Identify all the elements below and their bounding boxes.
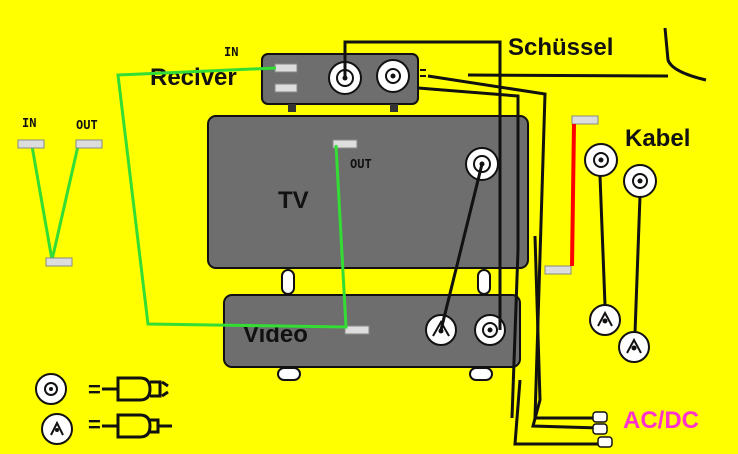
receiver-in-label: IN — [224, 45, 238, 59]
legend-equals-1: = — [88, 377, 101, 402]
tv-device — [207, 115, 529, 295]
cinch-plug-icon — [102, 376, 169, 402]
adapter-out-port — [75, 139, 103, 149]
tv-label: TV — [278, 187, 309, 214]
receiver-label: Reciver — [150, 64, 237, 91]
kabel-socket-triangle-icon-2 — [618, 331, 650, 363]
video-antenna-out-socket-icon — [474, 314, 506, 346]
red-cable — [570, 123, 576, 267]
kabel-socket-dot-icon-2 — [623, 164, 657, 198]
legend: = = — [35, 373, 172, 445]
antenna-plug-icon — [102, 413, 172, 439]
adapter-common-port — [45, 257, 73, 267]
receiver-scart-port-2 — [274, 83, 298, 93]
cable-label: Kabel — [625, 125, 690, 152]
legend-equals-2: = — [88, 412, 101, 437]
socket-triangle-icon — [41, 413, 73, 445]
adapter-in-port — [17, 139, 45, 149]
receiver-device — [261, 53, 426, 112]
kabel-socket-triangle-icon-1 — [589, 304, 621, 336]
receiver-scart-in-port — [274, 63, 298, 73]
dish-icon — [663, 27, 707, 82]
video-scart-port — [344, 325, 370, 335]
adapter-in-label: IN — [22, 116, 36, 130]
plug-bundle-icon — [592, 411, 613, 448]
kabel-coax-lines — [598, 175, 642, 334]
kabel-socket-dot-icon-1 — [584, 143, 618, 177]
tv-out-label: OUT — [350, 157, 372, 171]
adapter-out-label: OUT — [76, 118, 98, 132]
cable-scart-top-port — [571, 115, 599, 125]
dish-label: Schüssel — [508, 34, 613, 61]
cable-scart-bottom-port — [544, 265, 572, 275]
coax-cables — [343, 40, 601, 446]
receiver-out-socket-icon — [376, 59, 410, 93]
tv-scart-out-port — [332, 139, 358, 149]
socket-dot-icon — [35, 373, 67, 405]
acdc-logo: AC/DC — [623, 407, 699, 434]
dish-cable — [467, 73, 669, 78]
